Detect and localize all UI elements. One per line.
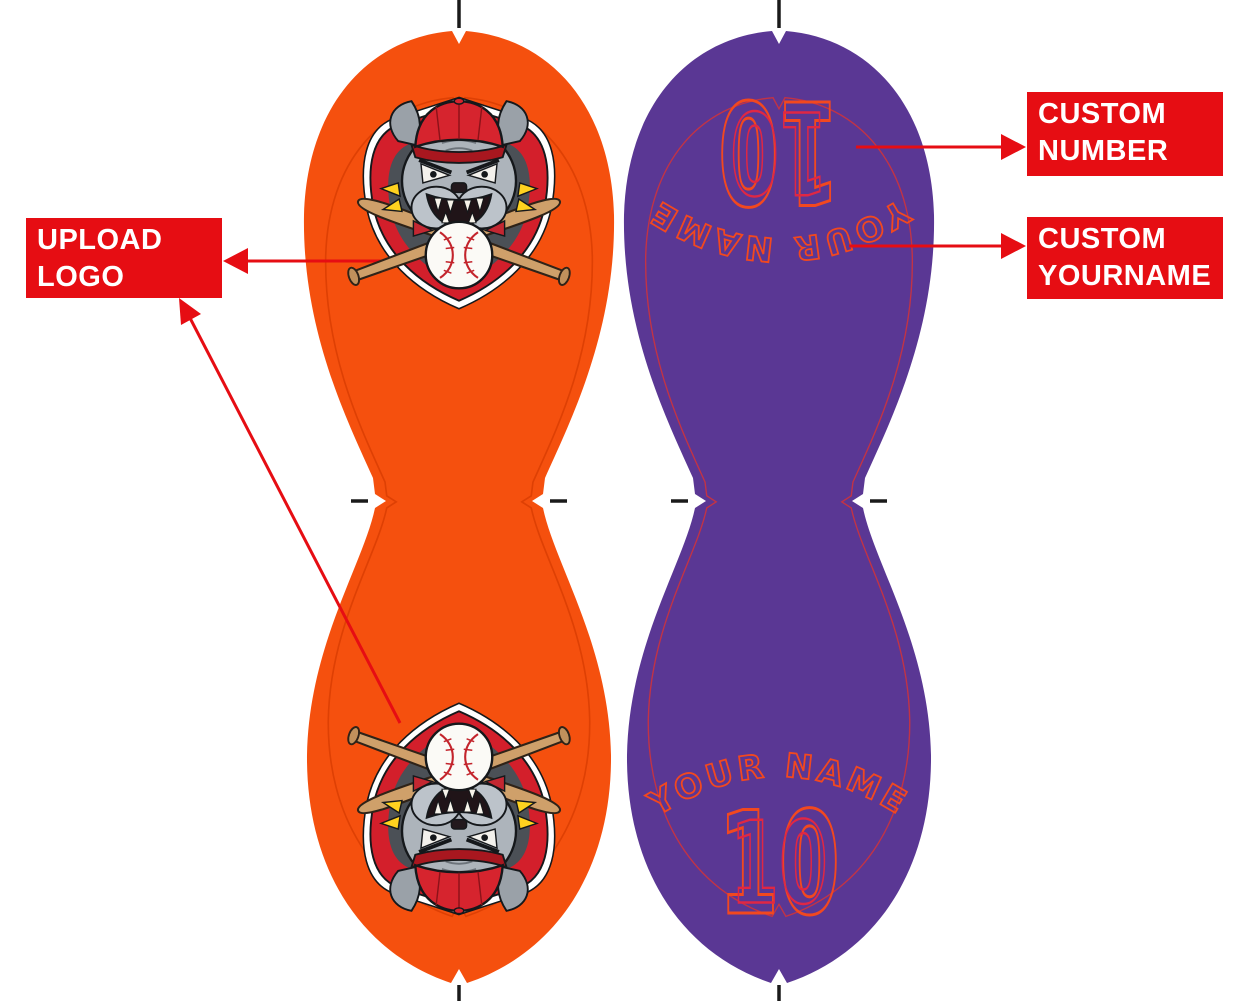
player-number-rotated-inner-outline: 10 <box>730 85 828 217</box>
custom-number-label-line1: CUSTOM <box>1038 98 1167 130</box>
registration-marks <box>351 0 887 1001</box>
upload-logo-label: UPLOAD LOGO <box>26 218 222 298</box>
name-panel-personalization: 10 10 YOUR NAME 10 10 YOUR NAME <box>640 67 918 949</box>
arrow-custom-number <box>856 134 1026 160</box>
custom-number-label: CUSTOM NUMBER <box>1027 92 1223 176</box>
custom-yourname-label-line1: CUSTOM <box>1038 223 1167 255</box>
custom-number-label-line2: NUMBER <box>1038 135 1169 167</box>
player-number-inner-outline: 10 <box>730 798 828 930</box>
upload-logo-label-line1: UPLOAD <box>37 224 163 256</box>
player-number-rotated: 10 <box>718 68 840 233</box>
custom-yourname-label: CUSTOM YOURNAME <box>1027 217 1223 299</box>
player-number: 10 <box>718 782 840 947</box>
arrow-upload-logo-bottom <box>179 298 402 724</box>
personalization-rotated-copy: 10 10 YOUR NAME <box>641 67 918 271</box>
arrow-custom-yourname <box>849 233 1026 259</box>
custom-yourname-label-line2: YOURNAME <box>1038 260 1212 292</box>
upload-logo-label-line2: LOGO <box>37 261 125 293</box>
